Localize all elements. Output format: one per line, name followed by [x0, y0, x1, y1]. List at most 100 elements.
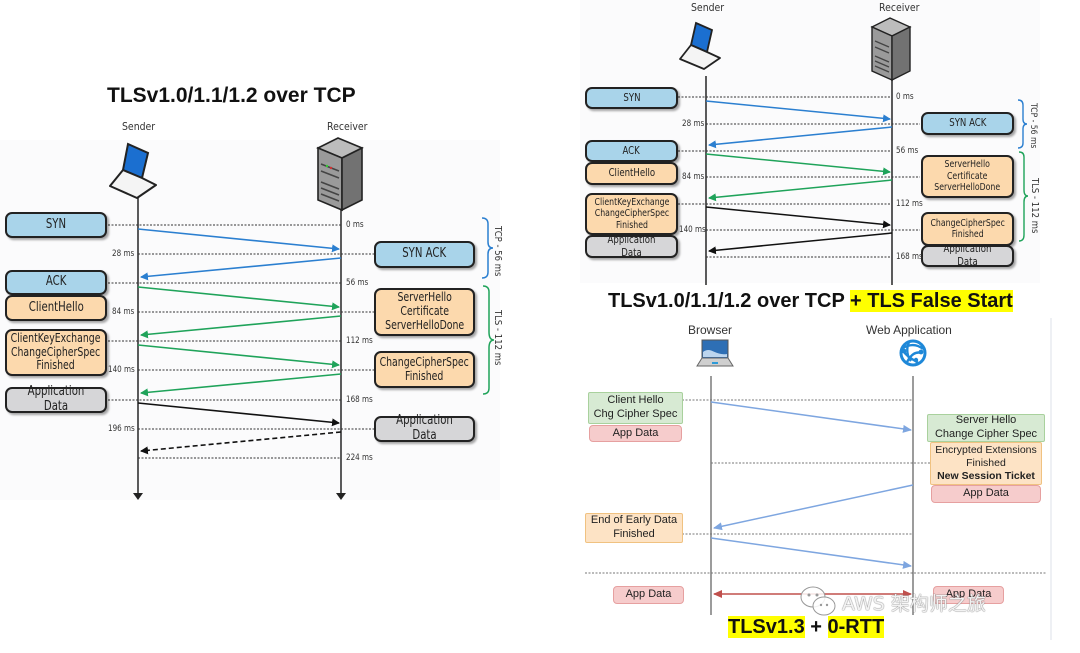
diagram2-phase-braces	[1017, 99, 1029, 242]
wechat-icon	[800, 586, 836, 616]
message-application-data-sender: Application Data	[5, 384, 107, 414]
arrow-syn-ack	[708, 126, 893, 149]
web-application-globe-icon	[899, 339, 927, 367]
message-client-hello: Client Hello Chg Cipher Spec	[588, 392, 683, 424]
time-label: 0 ms	[896, 92, 914, 102]
watermark: AWS 架构师之旅	[798, 585, 986, 619]
arrow-app-data-response	[140, 431, 342, 455]
time-label: 140 ms	[679, 225, 706, 235]
message-server-hello: Server Hello Change Cipher Spec	[927, 414, 1045, 442]
diagram2-time-gridlines	[678, 96, 920, 258]
message-client-key-exchange: ClientKeyExchange ChangeCipherSpec Finis…	[5, 329, 107, 376]
arrow-client-hello	[137, 286, 340, 311]
laptop-icon	[109, 142, 157, 199]
diagram1-arrows	[137, 228, 342, 455]
receiver-label: Receiver	[879, 1, 920, 14]
message-ack: ACK	[585, 140, 678, 162]
arrow-server-hello	[708, 179, 893, 202]
time-label: 140 ms	[108, 365, 135, 375]
diagram3-title-plus: +	[810, 616, 822, 638]
new-session-ticket-text: New Session Ticket	[937, 470, 1035, 483]
diagram3-title: TLSv1.3 + 0-RTT	[728, 616, 885, 639]
message-app-data-client: App Data	[613, 586, 684, 604]
message-syn-ack: SYN ACK	[374, 241, 475, 268]
phase-label-tcp: TCP - 56 ms	[492, 226, 503, 277]
message-encrypted-extensions: Encrypted Extensions Finished New Sessio…	[930, 442, 1042, 485]
arrow-app-data-request	[137, 402, 340, 427]
time-label: 224 ms	[346, 453, 373, 463]
message-application-data-receiver: Application Data	[921, 242, 1014, 268]
time-label: 112 ms	[346, 336, 373, 346]
time-label: 28 ms	[682, 119, 705, 129]
arrow-client-key-exchange	[137, 344, 340, 369]
time-label: 28 ms	[112, 249, 135, 259]
diagram3-lifelines	[710, 376, 914, 615]
time-label: 84 ms	[112, 307, 135, 317]
message-client-key-exchange: ClientKeyExchange ChangeCipherSpec Finis…	[585, 193, 678, 235]
message-application-data-receiver: Application Data	[374, 413, 475, 443]
message-app-data-early: App Data	[589, 425, 682, 442]
phase-label-tls: TLS - 112 ms	[492, 310, 503, 366]
arrow-syn	[137, 228, 340, 253]
message-change-cipher-spec: ChangeCipherSpec Finished	[374, 351, 475, 388]
arrow-client-hello	[705, 153, 891, 176]
time-label: 112 ms	[896, 199, 923, 209]
diagram1-title: TLSv1.0/1.1/1.2 over TCP	[107, 84, 356, 107]
phase-label-tcp: TCP - 56 ms	[1028, 103, 1038, 149]
time-label: 56 ms	[346, 278, 369, 288]
message-syn: SYN	[5, 212, 107, 238]
message-application-data-sender: Application Data	[585, 233, 678, 258]
message-syn-ack: SYN ACK	[921, 112, 1014, 135]
diagram2-lifelines	[705, 76, 893, 285]
diagram1-time-gridlines	[108, 224, 375, 459]
receiver-label: Receiver	[327, 120, 368, 133]
diagram1-phase-braces	[481, 217, 495, 395]
message-ack: ACK	[5, 270, 107, 295]
browser-label: Browser	[688, 323, 733, 337]
message-app-data-server: App Data	[931, 485, 1041, 503]
message-syn: SYN	[585, 87, 678, 109]
server-icon	[870, 17, 912, 82]
time-label: 196 ms	[108, 424, 135, 434]
message-server-hello: ServerHello Certificate ServerHelloDone	[921, 155, 1014, 198]
message-client-hello: ClientHello	[5, 295, 107, 321]
time-label: 84 ms	[682, 172, 705, 182]
diagram2-title: TLSv1.0/1.1/1.2 over TCP + TLS False Sta…	[608, 290, 1013, 313]
arrow-server-hello	[140, 315, 342, 339]
phase-label-tls: TLS - 112 ms	[1029, 178, 1040, 234]
arrow-syn	[705, 100, 891, 123]
message-server-hello: ServerHello Certificate ServerHelloDone	[374, 288, 475, 336]
time-label: 168 ms	[896, 252, 923, 262]
message-end-of-early-data: End of Early Data Finished	[585, 513, 683, 543]
message-app-data-server-final: App Data	[933, 586, 1004, 604]
message-client-hello: ClientHello	[585, 162, 678, 185]
browser-laptop-icon	[696, 339, 734, 367]
time-label: 56 ms	[896, 146, 919, 156]
diagram1-lifelines	[133, 197, 346, 500]
diagram3-title-tls13: TLSv1.3	[728, 616, 805, 638]
arrow-client-key-exchange	[705, 206, 891, 229]
diagram2-arrows	[705, 100, 893, 255]
laptop-icon	[679, 21, 721, 70]
arrow-server-hello	[713, 484, 914, 531]
sender-label: Sender	[691, 1, 725, 14]
diagram3-gridlines	[585, 399, 1047, 574]
arrow-end-of-early-data	[710, 537, 912, 569]
encrypted-extensions-text: Encrypted Extensions Finished	[935, 443, 1037, 469]
arrow-change-cipher-spec	[708, 232, 893, 255]
diagram2-title-highlight: + TLS False Start	[849, 290, 1013, 312]
time-label: 168 ms	[346, 395, 373, 405]
diagram3-title-0rtt: 0-RTT	[827, 616, 885, 638]
server-icon	[316, 137, 364, 212]
web-application-label: Web Application	[866, 323, 952, 337]
time-label: 0 ms	[346, 220, 364, 230]
message-change-cipher-spec: ChangeCipherSpec Finished	[921, 212, 1014, 246]
diagram3-arrows	[710, 401, 914, 598]
watermark-text: AWS 架构师之旅	[842, 592, 986, 615]
arrow-syn-ack	[140, 257, 342, 281]
sender-label: Sender	[122, 120, 156, 133]
arrow-change-cipher-spec	[140, 373, 342, 397]
diagram2-title-main: TLSv1.0/1.1/1.2 over TCP	[608, 290, 845, 312]
arrow-client-hello	[710, 401, 912, 433]
